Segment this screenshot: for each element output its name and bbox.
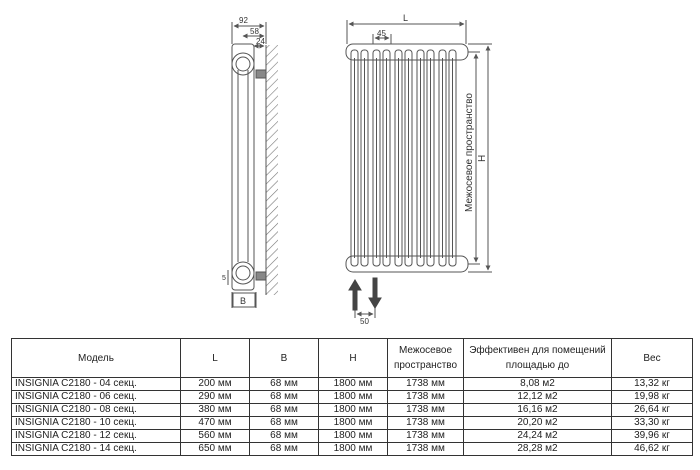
cell-model: INSIGNIA C2180 - 10 секц.: [11, 416, 181, 430]
cell-area: 8,08 м2: [463, 377, 612, 391]
cell-axis: 1738 мм: [387, 416, 464, 430]
supply-arrow-icon: [348, 279, 362, 311]
cell-weight: 46,62 кг: [611, 442, 693, 456]
cell-axis: 1738 мм: [387, 403, 464, 417]
side-dim-24: 24: [256, 37, 265, 46]
cell-h: 1800 мм: [318, 390, 388, 404]
cell-model: INSIGNIA C2180 - 06 секц.: [11, 390, 181, 404]
table-row: INSIGNIA C2180 - 06 секц. 290 мм 68 мм 1…: [11, 390, 693, 404]
table-row: INSIGNIA C2180 - 14 секц. 650 мм 68 мм 1…: [11, 442, 693, 456]
header-axis-distance: Межосевое пространство: [387, 338, 464, 378]
cell-h: 1800 мм: [318, 442, 388, 456]
cell-b: 68 мм: [249, 416, 319, 430]
table-row: INSIGNIA C2180 - 04 секц. 200 мм 68 мм 1…: [11, 377, 693, 391]
header-area-line2: площадью до: [505, 360, 570, 371]
spec-table: Модель L B H Межосевое пространство Эффек…: [11, 338, 693, 456]
side-radiator-body: [231, 43, 255, 291]
side-view: [227, 22, 278, 308]
cell-b: 68 мм: [249, 403, 319, 417]
technical-drawing: 92 58 24 5 B: [222, 13, 492, 326]
front-dim-l: L: [403, 13, 408, 23]
header-axis-line2: пространство: [393, 360, 458, 371]
top-header-circle: [231, 52, 255, 76]
cell-area: 20,20 м2: [463, 416, 612, 430]
cell-h: 1800 мм: [318, 416, 388, 430]
cell-l: 650 мм: [180, 442, 250, 456]
side-dim-58: 58: [250, 27, 259, 36]
cell-l: 200 мм: [180, 377, 250, 391]
cell-area: 12,12 м2: [463, 390, 612, 404]
cell-area: 28,28 м2: [463, 442, 612, 456]
cell-axis: 1738 мм: [387, 442, 464, 456]
cell-l: 470 мм: [180, 416, 250, 430]
header-h: H: [318, 338, 388, 378]
side-dim-5: 5: [222, 275, 226, 282]
header-axis-line1: Межосевое: [398, 345, 453, 356]
cell-h: 1800 мм: [318, 429, 388, 443]
cell-b: 68 мм: [249, 429, 319, 443]
cell-b: 68 мм: [249, 390, 319, 404]
side-dim-92: 92: [239, 16, 248, 25]
cell-weight: 39,96 кг: [611, 429, 693, 443]
cell-area: 16,16 м2: [463, 403, 612, 417]
front-dim-45: 45: [377, 29, 386, 38]
header-b: B: [249, 338, 319, 378]
bottom-manifold: [345, 255, 469, 273]
header-effective-area: Эффективен для помещений площадью до: [463, 338, 612, 378]
cell-model: INSIGNIA C2180 - 14 секц.: [11, 442, 181, 456]
cell-weight: 26,64 кг: [611, 403, 693, 417]
table-row: INSIGNIA C2180 - 08 секц. 380 мм 68 мм 1…: [11, 403, 693, 417]
cell-l: 290 мм: [180, 390, 250, 404]
table-row: INSIGNIA C2180 - 10 секц. 470 мм 68 мм 1…: [11, 416, 693, 430]
cell-l: 560 мм: [180, 429, 250, 443]
front-vertical-label: Межосевое пространство: [464, 93, 475, 212]
wall-bracket-bottom: [255, 271, 267, 281]
cell-weight: 19,98 кг: [611, 390, 693, 404]
wall-bracket-top: [255, 69, 267, 79]
cell-axis: 1738 мм: [387, 390, 464, 404]
header-weight: Вес: [611, 338, 693, 378]
cell-model: INSIGNIA C2180 - 04 секц.: [11, 377, 181, 391]
front-dim-50: 50: [360, 317, 369, 326]
top-manifold: [345, 43, 469, 61]
header-model: Модель: [11, 338, 181, 378]
radiator-tubes: [350, 49, 457, 267]
cell-b: 68 мм: [249, 377, 319, 391]
header-area-line1: Эффективен для помещений: [469, 345, 606, 356]
cell-area: 24,24 м2: [463, 429, 612, 443]
cell-l: 380 мм: [180, 403, 250, 417]
table-header-row: Модель L B H Межосевое пространство Эффек…: [11, 338, 693, 378]
cell-h: 1800 мм: [318, 377, 388, 391]
front-dim-h: H: [477, 155, 488, 162]
cell-weight: 33,30 кг: [611, 416, 693, 430]
cell-axis: 1738 мм: [387, 377, 464, 391]
bottom-header-circle: [231, 261, 255, 285]
side-label-b: B: [240, 296, 246, 306]
cell-model: INSIGNIA C2180 - 08 секц.: [11, 403, 181, 417]
cell-b: 68 мм: [249, 442, 319, 456]
cell-h: 1800 мм: [318, 403, 388, 417]
cell-model: INSIGNIA C2180 - 12 секц.: [11, 429, 181, 443]
header-l: L: [180, 338, 250, 378]
wall-hatching: [266, 45, 278, 295]
return-arrow-icon: [368, 277, 382, 309]
depth-label-box: [232, 292, 256, 308]
table-row: INSIGNIA C2180 - 12 секц. 560 мм 68 мм 1…: [11, 429, 693, 443]
front-view: [345, 20, 492, 318]
cell-axis: 1738 мм: [387, 429, 464, 443]
cell-weight: 13,32 кг: [611, 377, 693, 391]
